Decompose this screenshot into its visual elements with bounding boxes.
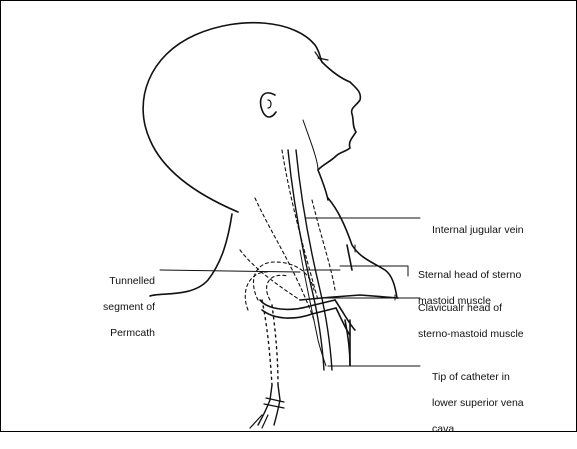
internal-jugular-vein [288,150,324,370]
ear-outline [261,93,276,117]
leader-tunnelled-segment [160,270,300,272]
label-internal-jugular-vein: Internal jugular vein [432,211,524,250]
jaw-line [318,170,328,200]
leader-sternal-head [305,266,408,276]
front-neck [328,198,397,298]
label-catheter-tip: Tip of catheter in lower superior vena c… [432,358,524,449]
label-clavicular-head: Clavicualr head of sterno-mastoid muscle [418,289,524,354]
head-outline [143,23,322,212]
back-neck [150,214,232,296]
face-profile [318,62,360,170]
label-tunnelled-segment: Tunnelled segment of Permcath [70,262,155,353]
